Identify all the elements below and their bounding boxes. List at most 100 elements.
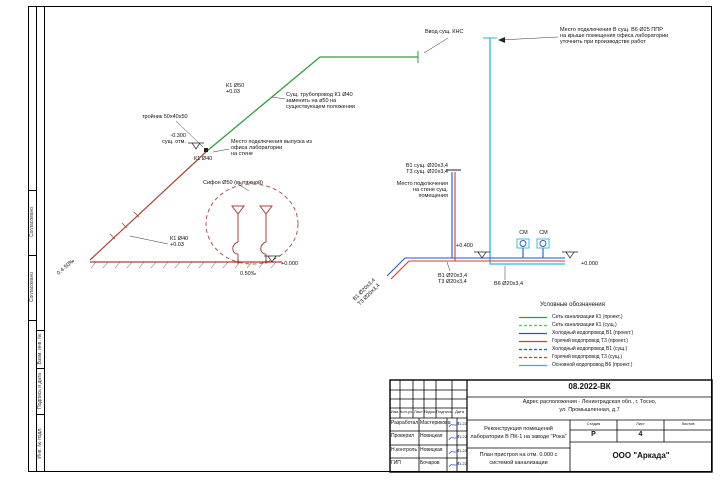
- legend-line-sample: [519, 324, 547, 326]
- titleblock-row-role-0: Разработал: [391, 420, 419, 426]
- titleblock-project-line1: Реконструкция помещений: [484, 426, 553, 432]
- legend-item-k1-project: Сеть канализации К1 (проект.): [518, 313, 623, 321]
- label-elev-m300-note: сущ. отм.: [162, 139, 186, 145]
- junction-marker: [204, 148, 208, 152]
- sidebar-tick: [36, 414, 44, 415]
- label-elev-m300: -0.300: [170, 133, 186, 139]
- titleblock-grid: [389, 379, 713, 473]
- titleblock-sheets-label: Листов: [681, 421, 695, 426]
- legend-item-v1-existing: Холодный водопровод В1 (сущ.): [518, 345, 627, 353]
- sidebar-tick: [36, 368, 44, 369]
- note-vypusk-line2: офиса лаборатории: [231, 145, 283, 151]
- legend-item-t3-existing: Горячий водопровод Т3 (сущ.): [518, 353, 622, 361]
- label-sm-2: СМ: [539, 230, 548, 236]
- legend-line-sample: [519, 364, 547, 366]
- titleblock-row-role-3: ГИП: [391, 460, 401, 466]
- label-k1-50: К1 Ø50: [226, 83, 245, 89]
- k1-project-pipe: [206, 51, 419, 152]
- titleblock-row-date-3: 11.22: [457, 461, 467, 466]
- label-k1-40-low: К1 Ø40: [170, 236, 189, 242]
- legend-line-sample: [519, 348, 547, 350]
- legend-item-t3-project: Горячий водопровод Т3 (проект.): [518, 337, 628, 345]
- note-wall-line3: помещения: [418, 193, 449, 199]
- titleblock-col-data: Дата: [455, 409, 464, 414]
- titleblock-stage-value: Р: [591, 431, 596, 438]
- label-sifon: Сифон Ø50 (вытяжной): [203, 180, 264, 186]
- titleblock-sheet-title-line2: системой канализации: [489, 460, 548, 466]
- siphon-detail-circle: [205, 183, 299, 265]
- sidebar-tick: [28, 190, 36, 191]
- legend-line-sample: [519, 316, 547, 318]
- titleblock-sheet-number: 4: [638, 431, 643, 438]
- label-slope-2: 0.50‰: [240, 271, 257, 277]
- titleblock-company-name: ООО "Аркада": [612, 451, 670, 460]
- label-v1-new: В1 Ø20х3,4: [438, 273, 468, 279]
- note-replace-line2: заменить на ø50 на: [286, 98, 337, 104]
- titleblock-row-name-0: Мастерикова: [420, 420, 451, 426]
- note-replace-line3: существующем положении: [286, 104, 355, 110]
- t3-pipe: [390, 172, 565, 280]
- washing-machine-symbols: [516, 238, 550, 249]
- note-v6-line2: на крыше помещения офиса лаборатории: [560, 33, 669, 39]
- titleblock-project-line2: лаборатории В ПК-1 на заводе "Рока": [470, 434, 567, 440]
- note-wall-line2: на стене сущ.: [412, 187, 448, 193]
- label-t3-exist: Т3 сущ. Ø20х3,4: [406, 169, 448, 175]
- titleblock-address-line2: ул. Промышленная, д.7: [559, 407, 620, 413]
- titleblock-row-name-1: Новицкая: [420, 433, 443, 439]
- note-v6-line1: Место подключения В сущ. В6 Ø25 ППР: [560, 27, 663, 33]
- label-k1-40-low-elev: +0.03: [170, 242, 184, 248]
- label-k1-40: К1 Ø40: [194, 156, 213, 162]
- legend-item-k1-existing: Сеть канализации К1 (сущ.): [518, 321, 617, 329]
- label-sm-1: СМ: [519, 230, 528, 236]
- titleblock-address-line1: Адрес расположения - Ленинградская обл.,…: [522, 399, 657, 405]
- legend-line-sample: [519, 332, 547, 334]
- label-elev-0-right: +0.000: [581, 261, 598, 267]
- note-vvod-kns: Ввод сущ. КНС: [425, 29, 464, 35]
- titleblock-col-izm: Изм.: [390, 409, 400, 414]
- legend-title: Условные обозначения: [540, 302, 605, 308]
- titleblock-col-ndok: №док.: [424, 409, 436, 414]
- leader-lines: [129, 36, 559, 280]
- titleblock-row-date-2: 11.22: [457, 448, 467, 453]
- label-elev-0400: +0.400: [456, 243, 473, 249]
- titleblock-row-role-1: Проверил: [391, 433, 415, 439]
- titleblock-row-name-3: Бочаров: [420, 460, 440, 466]
- titleblock-row-date-0: 11.22: [457, 421, 467, 426]
- note-wall-line1: Место подключения: [396, 181, 448, 187]
- titleblock-row-date-1: 11.22: [457, 434, 467, 439]
- sidebar-tick: [28, 320, 36, 321]
- label-troynik: тройник 50х40х50: [142, 114, 188, 120]
- label-v1-exist: В1 сущ. Ø20х3,4: [405, 163, 448, 169]
- sidebar-tick: [28, 255, 36, 256]
- floor-hatch: [90, 261, 277, 269]
- v1-pipe: [386, 172, 565, 277]
- note-replace-line1: Сущ. трубопровод К1 Ø40: [286, 92, 353, 98]
- sidebar-tick: [36, 330, 44, 331]
- legend-line-sample: [519, 340, 547, 342]
- sidebar-column-divider: [36, 6, 37, 472]
- note-vypusk-line1: Место подключения выпуска из: [231, 139, 312, 145]
- sheet-main-frame: [44, 6, 712, 472]
- level-markers: [188, 142, 578, 263]
- titleblock-document-code: 08.2022-ВК: [568, 382, 611, 391]
- legend-line-sample: [519, 356, 547, 358]
- titleblock-row-name-2: Новицкая: [420, 447, 443, 453]
- note-v6-line3: уточнить при производстве работ: [560, 39, 646, 45]
- titleblock-row-role-2: Н.контроль: [391, 447, 418, 453]
- signature-scribbles: [448, 421, 460, 468]
- titleblock-sheet-label: Лист: [636, 421, 645, 426]
- k1-existing-pipe: [89, 150, 282, 263]
- legend-item-v1-project: Холодный водопровод В1 (проект.): [518, 329, 633, 337]
- label-v6-new: В6 Ø20х3,4: [494, 281, 524, 287]
- label-elev-0-left: +0.000: [281, 261, 298, 267]
- titleblock-col-koluch: Кол.уч.: [400, 409, 414, 414]
- label-t3-new: Т3 Ø20х3,4: [438, 279, 467, 285]
- label-k1-50-elev: +0.03: [226, 89, 240, 95]
- titleblock-stage-label: Стадия: [586, 421, 601, 426]
- titleblock-sheet-title-line1: План пристроя на отм. 0.000 с: [479, 452, 558, 458]
- note-vypusk-line3: на стене: [231, 151, 253, 157]
- legend-item-v6-project: Основной водопровод В6 (проект.): [518, 361, 632, 369]
- titleblock-col-podpis: Подпись: [436, 409, 452, 414]
